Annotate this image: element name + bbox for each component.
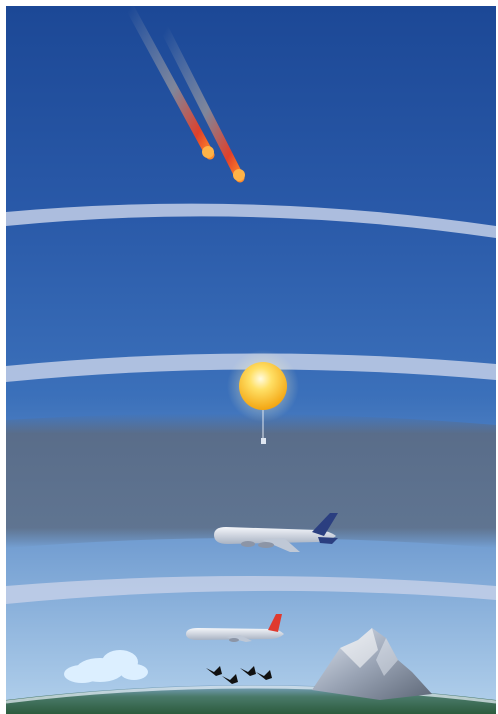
haze-band (6, 413, 496, 548)
mountain-icon (312, 628, 432, 700)
layer-boundary (6, 203, 496, 238)
airplane-icon (214, 513, 338, 552)
meteor-icon (160, 25, 245, 183)
layer-boundary (6, 576, 496, 604)
meteor-icon (125, 3, 215, 160)
bird-icon (206, 666, 272, 684)
airplane-icon (186, 614, 284, 642)
balloon-icon (227, 350, 299, 444)
cloud-icon (64, 650, 148, 683)
earth-horizon-haze (5, 685, 497, 704)
